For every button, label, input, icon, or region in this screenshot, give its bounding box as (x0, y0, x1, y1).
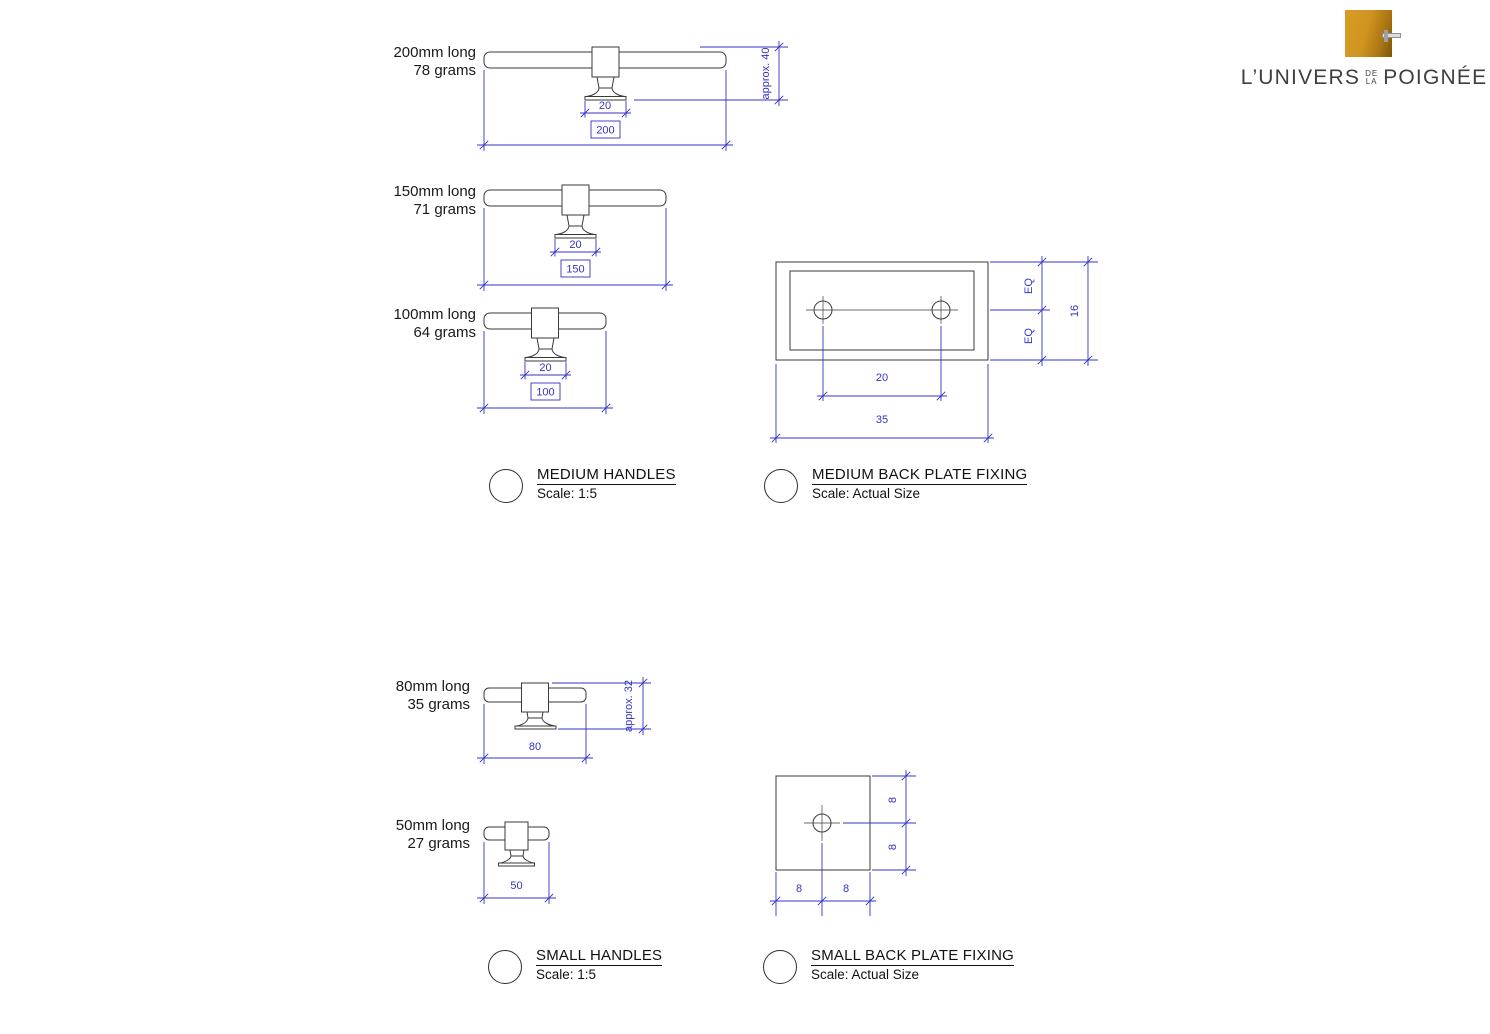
handle-boss (531, 307, 559, 339)
medium-back-plate-title: MEDIUM BACK PLATE FIXING (812, 466, 1028, 485)
dim-base-20: 20 (539, 362, 551, 374)
handle-foot (499, 855, 535, 864)
small-handles-scale: Scale: 1:5 (536, 967, 597, 982)
dim-height-16: 16 (1069, 305, 1081, 317)
logo-cabinet-icon (1345, 10, 1401, 57)
logo-wordmark: L’UNIVERS DE LA POIGNÉE (1240, 66, 1488, 90)
handle-50-drawing: 50mm long 27 grams 50 (396, 817, 556, 904)
logo-text-la: LA (1365, 77, 1378, 86)
handle-base (554, 234, 597, 239)
medium-handles-title: MEDIUM HANDLES (537, 466, 676, 485)
medium-back-plate-scale: Scale: Actual Size (812, 486, 921, 501)
dim-frame (560, 259, 591, 278)
medium-handles-title-block: MEDIUM HANDLES Scale: 1:5 (489, 466, 676, 503)
small-handles-title-block: SMALL HANDLES Scale: 1:5 (488, 947, 663, 984)
small-handles-title: SMALL HANDLES (536, 947, 663, 966)
dim-length-50: 50 (510, 880, 522, 892)
handle-200-weight-label: 78 grams (413, 62, 476, 79)
small-back-plate-drawing: 8 8 8 8 (770, 770, 916, 916)
dim-frame (590, 120, 621, 139)
detail-circle-icon (488, 950, 522, 984)
handle-100-dimensions: 20 100 (477, 331, 613, 414)
handle-boss (504, 821, 529, 851)
logo-text-poignee: POIGNÉE (1383, 66, 1488, 89)
handle-base (524, 357, 567, 362)
handle-80-weight-label: 35 grams (407, 696, 470, 713)
handle-boss (591, 46, 620, 78)
logo: L’UNIVERS DE LA POIGNÉE (1240, 10, 1488, 90)
dim-length-150: 150 (566, 264, 584, 276)
handle-neck (596, 76, 615, 89)
logo-text-dela: DE LA (1365, 68, 1379, 87)
handle-80-length-label: 80mm long (396, 678, 470, 695)
logo-handle-icon (1382, 30, 1401, 42)
dim-right-top-8: 8 (887, 797, 899, 803)
logo-text-de: DE (1365, 68, 1379, 78)
handle-100-length-label: 100mm long (393, 306, 476, 323)
handle-100-drawing: 100mm long 64 grams 20 100 (393, 306, 613, 414)
handle-foot (555, 225, 596, 235)
dim-right-bottom-8: 8 (887, 844, 899, 850)
handle-50-weight-label: 27 grams (407, 835, 470, 852)
detail-circle-icon (763, 950, 797, 984)
detail-circle-icon (764, 469, 798, 503)
small-back-plate-title: SMALL BACK PLATE FIXING (811, 947, 1014, 966)
handle-foot (515, 717, 556, 727)
logo-text-univers: L’UNIVERS (1240, 66, 1361, 89)
dim-height-approx-32: approx. 32 (623, 680, 635, 732)
handle-100-weight-label: 64 grams (413, 324, 476, 341)
handle-200-dimensions: 20 200 approx. 40 (477, 41, 788, 151)
dim-hole-spacing-20: 20 (876, 372, 888, 384)
handle-neck (509, 849, 525, 857)
dim-length-200: 200 (596, 125, 614, 137)
dim-bottom-left-8: 8 (796, 883, 802, 895)
medium-back-plate-drawing: EQ EQ 16 20 35 (770, 256, 1098, 443)
handle-neck (536, 337, 555, 350)
handle-200-length-label: 200mm long (393, 44, 476, 61)
handle-base (498, 862, 535, 867)
dim-width-35: 35 (876, 414, 888, 426)
medium-back-plate-dimensions: EQ EQ 16 20 35 (770, 256, 1098, 443)
handle-foot (585, 87, 626, 97)
dim-eq-bottom: EQ (1023, 328, 1035, 344)
detail-circle-icon (489, 469, 523, 503)
handle-boss (521, 682, 549, 713)
handle-150-length-label: 150mm long (393, 183, 476, 200)
handle-150-drawing: 150mm long 71 grams 20 150 (393, 183, 673, 291)
handle-foot (525, 348, 566, 358)
handle-50-dimensions: 50 (477, 842, 556, 904)
handle-150-weight-label: 71 grams (413, 201, 476, 218)
small-back-plate-title-block: SMALL BACK PLATE FIXING Scale: Actual Si… (763, 947, 1014, 984)
dim-frame (530, 382, 561, 401)
small-back-plate-dimensions: 8 8 8 8 (770, 770, 916, 916)
dim-length-80: 80 (529, 741, 541, 753)
handle-80-dimensions: 80 approx. 32 (477, 677, 651, 764)
dim-length-100: 100 (536, 387, 554, 399)
handle-neck (526, 711, 544, 719)
handle-150-dimensions: 20 150 (477, 208, 673, 291)
handle-50-length-label: 50mm long (396, 817, 470, 834)
handle-80-drawing: 80mm long 35 grams 80 approx. 32 (396, 677, 651, 764)
handle-neck (566, 214, 585, 227)
dim-base-20: 20 (599, 100, 611, 112)
handle-boss (561, 184, 590, 216)
dim-base-20: 20 (569, 239, 581, 251)
medium-back-plate-title-block: MEDIUM BACK PLATE FIXING Scale: Actual S… (764, 466, 1028, 503)
dim-bottom-right-8: 8 (843, 883, 849, 895)
handle-base (514, 725, 557, 730)
medium-handles-scale: Scale: 1:5 (537, 486, 598, 501)
dim-eq-top: EQ (1023, 278, 1035, 294)
dim-height-approx-40: approx. 40 (760, 48, 772, 100)
small-back-plate-scale: Scale: Actual Size (811, 967, 920, 982)
handle-base (584, 96, 627, 101)
handle-200-drawing: 200mm long 78 grams 20 200 (393, 41, 788, 151)
